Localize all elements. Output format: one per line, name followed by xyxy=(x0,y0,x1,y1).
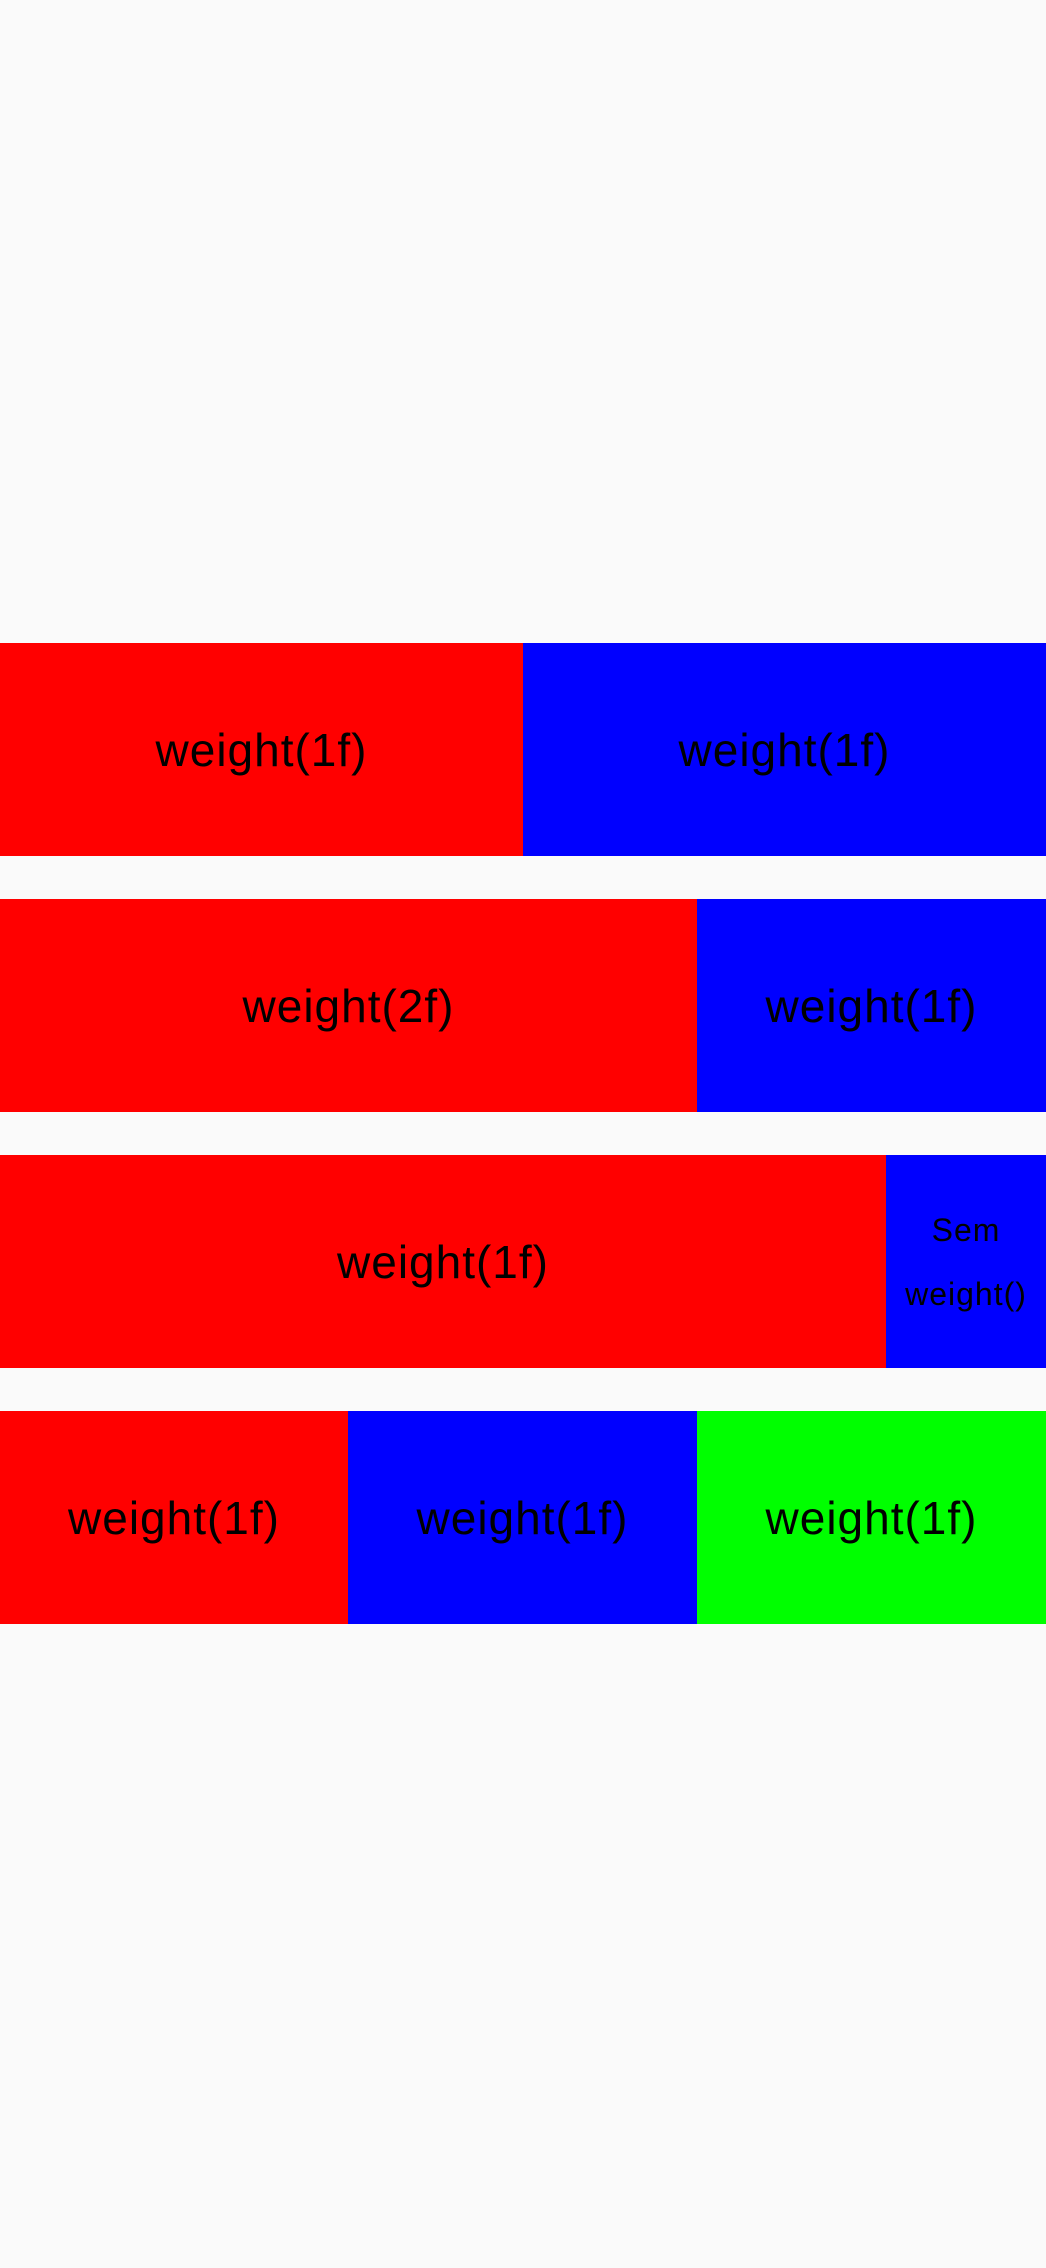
box-label: weight(1f) xyxy=(416,1491,629,1544)
blue-box-weight-1f: weight(1f) xyxy=(348,1411,697,1624)
blue-box-no-weight: Sem weight() xyxy=(886,1155,1046,1368)
red-box-weight-1f: weight(1f) xyxy=(0,1411,348,1624)
box-label: weight(1f) xyxy=(765,979,978,1032)
row-three-equal-weights: weight(1f) weight(1f) weight(1f) xyxy=(0,1411,1046,1624)
box-label: weight(1f) xyxy=(765,1491,978,1544)
box-label-line1: Sem xyxy=(931,1211,1001,1248)
red-box-weight-1f: weight(1f) xyxy=(0,1155,886,1368)
blue-box-weight-1f: weight(1f) xyxy=(523,643,1046,856)
box-label: weight(2f) xyxy=(242,979,455,1032)
red-box-weight-1f: weight(1f) xyxy=(0,643,523,856)
box-label: weight(1f) xyxy=(337,1235,549,1288)
row-equal-weights: weight(1f) weight(1f) xyxy=(0,643,1046,856)
row-two-to-one-weights: weight(2f) weight(1f) xyxy=(0,899,1046,1112)
green-box-weight-1f: weight(1f) xyxy=(697,1411,1046,1624)
red-box-weight-2f: weight(2f) xyxy=(0,899,697,1112)
blue-box-weight-1f: weight(1f) xyxy=(697,899,1046,1112)
box-label-line2: weight() xyxy=(905,1275,1027,1312)
box-label: weight(1f) xyxy=(155,723,368,776)
box-label: weight(1f) xyxy=(678,723,891,776)
box-label: weight(1f) xyxy=(68,1491,280,1544)
row-weight-and-fixed: weight(1f) Sem weight() xyxy=(0,1155,1046,1368)
